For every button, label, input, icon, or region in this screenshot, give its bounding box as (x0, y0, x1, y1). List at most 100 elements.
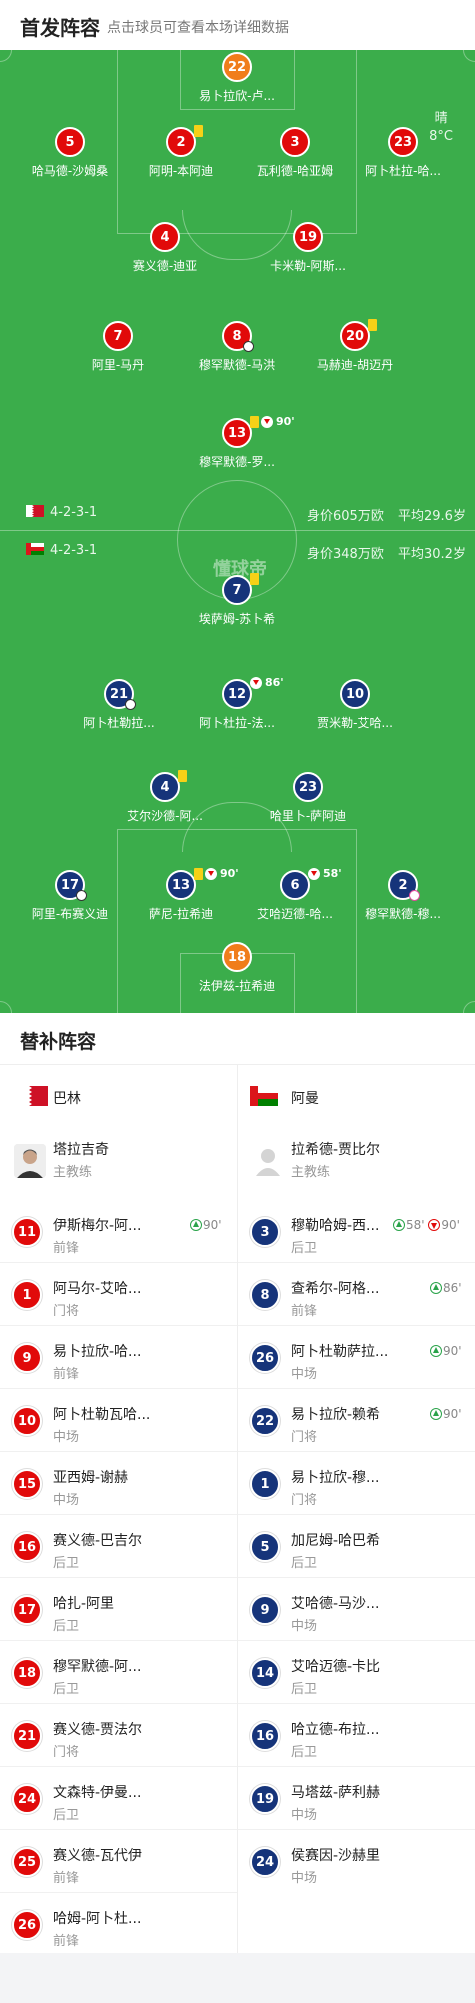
sub-in-time: 90' (443, 1407, 462, 1421)
sub-row[interactable]: 16 赛义德-巴吉尔 后卫 (0, 1515, 237, 1578)
player-position: 后卫 (53, 1808, 80, 1823)
jersey-number: 2 (166, 125, 203, 157)
jersey-number: 9 (250, 1595, 280, 1625)
player-away-10[interactable]: 10 贾米勒-艾哈... (295, 679, 415, 731)
oman-flag-icon (250, 1086, 278, 1106)
player-name: 阿卜杜勒瓦哈... (53, 1407, 151, 1423)
player-name: 萨尼-拉希迪 (148, 907, 214, 921)
away-value: 身价348万欧 (307, 547, 384, 562)
sub-row[interactable]: 8 查希尔-阿格... 前锋 86' (238, 1263, 475, 1326)
player-home-22[interactable]: 22 易卜拉欣-卢... (177, 52, 297, 104)
jersey-number: 3 (250, 1217, 280, 1247)
jersey-number: 23 (388, 127, 418, 157)
player-name: 亚西姆-谢赫 (53, 1470, 129, 1486)
column-divider (237, 1064, 238, 1953)
jersey-number: 24 (12, 1784, 42, 1814)
player-position: 后卫 (291, 1241, 318, 1256)
player-away-2[interactable]: 2 穆罕默德-穆... (343, 870, 463, 922)
weather-temperature: 8°C (429, 129, 453, 144)
jersey-number: 1 (250, 1469, 280, 1499)
weather-info: 晴 8°C (429, 110, 453, 146)
sub-row[interactable]: 10 阿卜杜勒瓦哈... 中场 (0, 1389, 237, 1452)
bahrain-flag-icon (26, 505, 44, 517)
player-home-5[interactable]: 5 哈马德-沙姆桑 (10, 127, 130, 179)
sub-out-icon (250, 677, 262, 689)
player-away-17[interactable]: 17 阿里-布赛义迪 (10, 870, 130, 922)
page-subtitle: 点击球员可查看本场详细数据 (107, 20, 289, 36)
top-goal-box (180, 50, 295, 110)
sub-row[interactable]: 9 易卜拉欣-哈... 前锋 (0, 1326, 237, 1389)
player-name: 贾米勒-艾哈... (317, 716, 393, 730)
coach-avatar[interactable] (14, 1144, 46, 1178)
player-away-23[interactable]: 23 哈里卜-萨阿迪 (248, 772, 368, 824)
sub-in-icon (393, 1219, 405, 1231)
sub-row[interactable]: 3 穆勒哈姆-西... 后卫 58' 90' (238, 1200, 475, 1263)
jersey-number: 15 (12, 1469, 42, 1499)
sub-in-time: 86' (443, 1281, 462, 1295)
sub-row[interactable]: 19 马塔兹-萨利赫 中场 (238, 1767, 475, 1830)
player-position: 前锋 (53, 1871, 80, 1886)
player-name: 阿马尔-艾哈... (53, 1281, 142, 1297)
player-name: 阿卜杜拉-哈... (365, 164, 441, 178)
player-position: 中场 (53, 1493, 80, 1508)
sub-in-icon (430, 1408, 442, 1420)
player-away-18[interactable]: 18 法伊兹-拉希迪 (177, 942, 297, 994)
player-away-4[interactable]: 4 艾尔沙德-阿... (105, 770, 225, 824)
sub-row[interactable]: 5 加尼姆-哈巴希 后卫 (238, 1515, 475, 1578)
away-team-name: 阿曼 (291, 1091, 319, 1107)
sub-row[interactable]: 16 哈立德-布拉... 后卫 (238, 1704, 475, 1767)
sub-row[interactable]: 26 哈姆-阿卜杜... 前锋 (0, 1893, 237, 1956)
player-home-4[interactable]: 4 赛义德-迪亚 (105, 222, 225, 274)
player-home-7[interactable]: 7 阿里-马丹 (58, 321, 178, 373)
player-name: 赛义德-瓦代伊 (53, 1848, 143, 1864)
sub-row[interactable]: 24 侯赛因-沙赫里 中场 (238, 1830, 475, 1893)
sub-row[interactable]: 17 哈扎-阿里 后卫 (0, 1578, 237, 1641)
player-home-2[interactable]: 2 阿明-本阿迪 (121, 125, 241, 179)
sub-row[interactable]: 1 阿马尔-艾哈... 门将 (0, 1263, 237, 1326)
sub-out-icon (261, 416, 273, 428)
player-home-3[interactable]: 3 瓦利德-哈亚姆 (235, 127, 355, 179)
player-name: 阿里-布赛义迪 (31, 907, 109, 921)
bahrain-flag-icon (20, 1086, 48, 1106)
player-home-20[interactable]: 20 马赫迪-胡迈丹 (295, 319, 415, 373)
away-avg-age: 平均30.2岁 (398, 547, 466, 562)
sub-row[interactable]: 11 伊斯梅尔-阿... 前锋 90' (0, 1200, 237, 1263)
player-away-7[interactable]: 7 埃萨姆-苏卜希 (177, 573, 297, 627)
player-position: 前锋 (53, 1934, 80, 1949)
player-home-19[interactable]: 19 卡米勒-阿斯... (248, 222, 368, 274)
page-title: 首发阵容 (20, 16, 100, 40)
jersey-number: 11 (12, 1217, 42, 1247)
home-coach-name[interactable]: 塔拉吉奇 (53, 1142, 109, 1158)
sub-row[interactable]: 22 易卜拉欣-赖希 门将 90' (238, 1389, 475, 1452)
player-home-8[interactable]: 8 穆罕默德-马洪 (177, 321, 297, 373)
sub-row[interactable]: 1 易卜拉欣-穆... 门将 (238, 1452, 475, 1515)
yellow-card-icon (194, 125, 203, 137)
sub-row[interactable]: 25 赛义德-瓦代伊 前锋 (0, 1830, 237, 1893)
player-name: 赛义德-迪亚 (132, 259, 198, 273)
away-coach-name[interactable]: 拉希德-贾比尔 (291, 1142, 381, 1158)
player-name: 马塔兹-萨利赫 (291, 1785, 381, 1801)
player-position: 后卫 (291, 1682, 318, 1697)
player-away-21[interactable]: 21 阿卜杜勒拉... (59, 679, 179, 731)
player-name: 穆罕默德-马洪 (198, 358, 276, 372)
sub-row[interactable]: 26 阿卜杜勒萨拉... 中场 90' (238, 1326, 475, 1389)
player-name: 卡米勒-阿斯... (270, 259, 346, 273)
player-position: 中场 (291, 1367, 318, 1382)
jersey-number: 19 (250, 1784, 280, 1814)
sub-row[interactable]: 9 艾哈德-马沙... 中场 (238, 1578, 475, 1641)
sub-row[interactable]: 15 亚西姆-谢赫 中场 (0, 1452, 237, 1515)
oman-flag-icon (26, 543, 44, 555)
sub-row[interactable]: 24 文森特-伊曼... 后卫 (0, 1767, 237, 1830)
sub-in-time: 90' (203, 1218, 222, 1232)
sub-event: 90' (190, 1218, 222, 1232)
player-home-23[interactable]: 23 阿卜杜拉-哈... (343, 127, 463, 179)
sub-row[interactable]: 21 赛义德-贾法尔 门将 (0, 1704, 237, 1767)
sub-row[interactable]: 18 穆罕默德-阿... 后卫 (0, 1641, 237, 1704)
sub-row[interactable]: 14 艾哈迈德-卡比 后卫 (238, 1641, 475, 1704)
coach-avatar[interactable] (252, 1144, 284, 1178)
